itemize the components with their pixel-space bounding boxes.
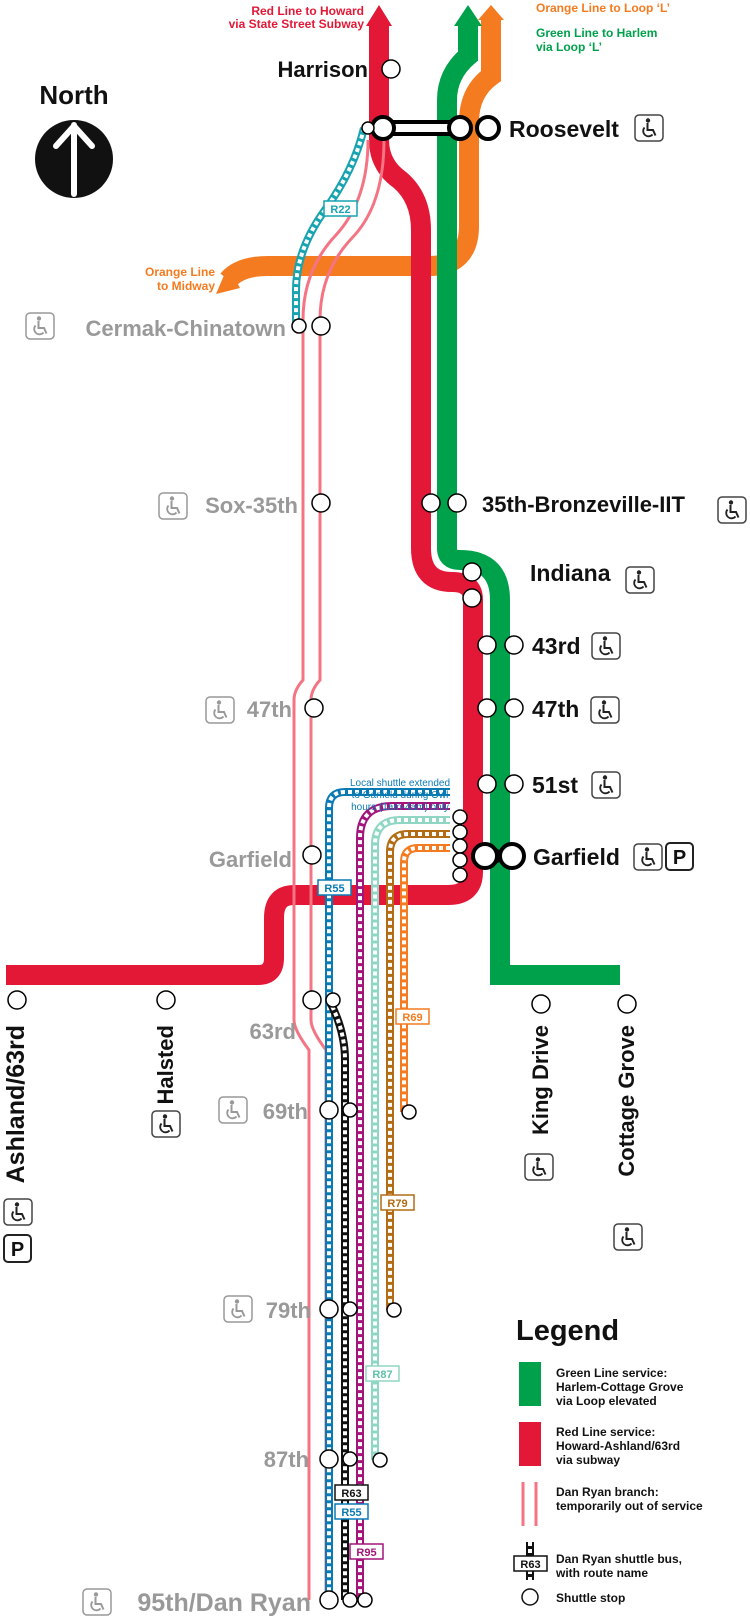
svg-text:R95: R95: [356, 1547, 376, 1559]
parking-icon: [3, 1234, 32, 1263]
note-orange-midway-1: Orange Line: [145, 265, 215, 279]
station-43rd: 43rd: [532, 633, 581, 659]
station-roosevelt: Roosevelt: [509, 116, 619, 142]
orange-line: [216, 5, 504, 294]
legend-shuttle-swatch: R63: [513, 1542, 548, 1580]
svg-text:Red Line to Howard: Red Line to Howard: [251, 4, 364, 18]
north-arrow-icon: [35, 120, 113, 198]
wheelchair-icon: [25, 312, 55, 340]
legend-red-2: Howard-Ashland/63rd: [556, 1439, 680, 1453]
station-63rd: 63rd: [250, 1019, 296, 1044]
svg-text:via State Street Subway: via State Street Subway: [229, 17, 365, 31]
station-king-drive: King Drive: [528, 1025, 553, 1135]
green-line: [437, 5, 620, 985]
legend-green-1: Green Line service:: [556, 1366, 667, 1380]
station-halsted: Halsted: [153, 1025, 178, 1104]
svg-text:R55: R55: [341, 1507, 361, 1519]
legend: Legend Green Line service: Harlem-Cottag…: [513, 1315, 703, 1606]
station-35th-bronzeville: 35th-Bronzeville-IIT: [482, 492, 685, 517]
station-ashland-63rd: Ashland/63rd: [2, 1025, 30, 1183]
station-garfield-green: Garfield: [533, 844, 620, 870]
station-cermak-chinatown: Cermak-Chinatown: [86, 316, 286, 341]
route-badge-r55-top: R55: [317, 879, 352, 896]
legend-ryan-swatch: [521, 1482, 538, 1526]
route-badge-r69: R69: [395, 1008, 430, 1025]
route-badge-r95: R95: [349, 1543, 384, 1560]
note-green-harlem-1: Green Line to Harlem: [536, 26, 657, 40]
route-badge-r22: R22: [323, 200, 358, 217]
route-badge-r63: R63: [334, 1484, 369, 1501]
route-badges: R22 R55 R69 R79 R87 R63 R55 R95: [317, 200, 430, 1560]
svg-text:R22: R22: [330, 204, 350, 216]
wheelchair-icon: [633, 843, 663, 871]
legend-shuttle-2: with route name: [555, 1566, 648, 1580]
legend-green-3: via Loop elevated: [556, 1394, 657, 1408]
wheelchair-icon: [591, 771, 621, 799]
note-shuttle-2: to Garfield during Owl: [352, 790, 449, 801]
wheelchair-icon: [3, 1198, 33, 1226]
svg-text:R87: R87: [372, 1369, 392, 1381]
wheelchair-icon: [82, 1588, 112, 1616]
parking-icon: [665, 842, 694, 871]
note-shuttle-3: hours (1am-4am) only: [351, 802, 449, 813]
note-green-harlem-2: via Loop ‘L’: [536, 40, 602, 54]
legend-red-3: via subway: [556, 1453, 620, 1467]
note-red-howard-2: via State Street Subway: [229, 17, 365, 31]
station-47th-green: 47th: [532, 696, 579, 722]
wheelchair-icon: [590, 696, 620, 724]
legend-green-swatch: [519, 1362, 541, 1406]
wheelchair-icon: [591, 632, 621, 660]
station-indiana: Indiana: [530, 560, 611, 586]
active-station-labels: Harrison Roosevelt 35th-Bronzeville-IIT …: [278, 57, 747, 871]
direction-notes: Red Line to Howard via State Street Subw…: [145, 1, 670, 813]
svg-text:R79: R79: [387, 1198, 407, 1210]
inactive-station-labels: Cermak-Chinatown Sox-35th 47th Garfield …: [25, 312, 311, 1617]
legend-green-2: Harlem-Cottage Grove: [556, 1380, 684, 1394]
legend-ryan-1: Dan Ryan branch:: [556, 1485, 659, 1499]
wheelchair-icon: [634, 114, 664, 142]
legend-red-1: Red Line service:: [556, 1425, 655, 1439]
wheelchair-icon: [524, 1153, 554, 1181]
wheelchair-icon: [717, 496, 747, 524]
compass-label: North: [39, 80, 108, 110]
legend-red-swatch: [519, 1422, 541, 1466]
note-red-howard-1: Red Line to Howard: [251, 4, 364, 18]
vertical-station-labels: Ashland/63rd Halsted King Drive Cottage …: [2, 1025, 643, 1263]
legend-stop-swatch: [521, 1588, 539, 1606]
station-garfield-ryan: Garfield: [209, 847, 292, 872]
wheelchair-icon: [613, 1223, 643, 1251]
station-95th-dan-ryan: 95th/Dan Ryan: [137, 1589, 311, 1617]
station-sox-35th: Sox-35th: [205, 493, 298, 518]
station-dots: [7, 59, 637, 1610]
route-badge-r55-bottom: R55: [334, 1503, 369, 1520]
wheelchair-icon: [158, 492, 188, 520]
wheelchair-icon: [218, 1096, 248, 1124]
route-badge-r87: R87: [365, 1365, 400, 1382]
svg-text:R63: R63: [520, 1559, 540, 1571]
route-badge-r79: R79: [380, 1194, 415, 1211]
compass: North: [35, 80, 113, 198]
station-cottage-grove: Cottage Grove: [614, 1025, 639, 1177]
wheelchair-icon: [151, 1110, 181, 1138]
legend-stop: Shuttle stop: [556, 1591, 625, 1605]
svg-text:R63: R63: [341, 1488, 361, 1500]
wheelchair-icon: [223, 1295, 253, 1323]
note-orange-midway-2: to Midway: [157, 279, 215, 293]
station-79th: 79th: [266, 1298, 311, 1323]
note-orange-loop: Orange Line to Loop ‘L’: [536, 1, 670, 15]
note-shuttle-1: Local shuttle extended: [350, 778, 450, 789]
legend-shuttle-1: Dan Ryan shuttle bus,: [556, 1552, 682, 1566]
svg-text:R55: R55: [324, 883, 344, 895]
station-51st: 51st: [532, 772, 578, 798]
wheelchair-icon: [205, 696, 235, 724]
station-47th-ryan: 47th: [247, 697, 292, 722]
wheelchair-icon: [625, 566, 655, 594]
legend-ryan-2: temporarily out of service: [556, 1499, 703, 1513]
svg-text:R69: R69: [402, 1012, 422, 1024]
station-87th: 87th: [264, 1447, 309, 1472]
station-69th: 69th: [263, 1099, 308, 1124]
station-harrison: Harrison: [278, 57, 368, 82]
legend-title: Legend: [516, 1315, 619, 1347]
